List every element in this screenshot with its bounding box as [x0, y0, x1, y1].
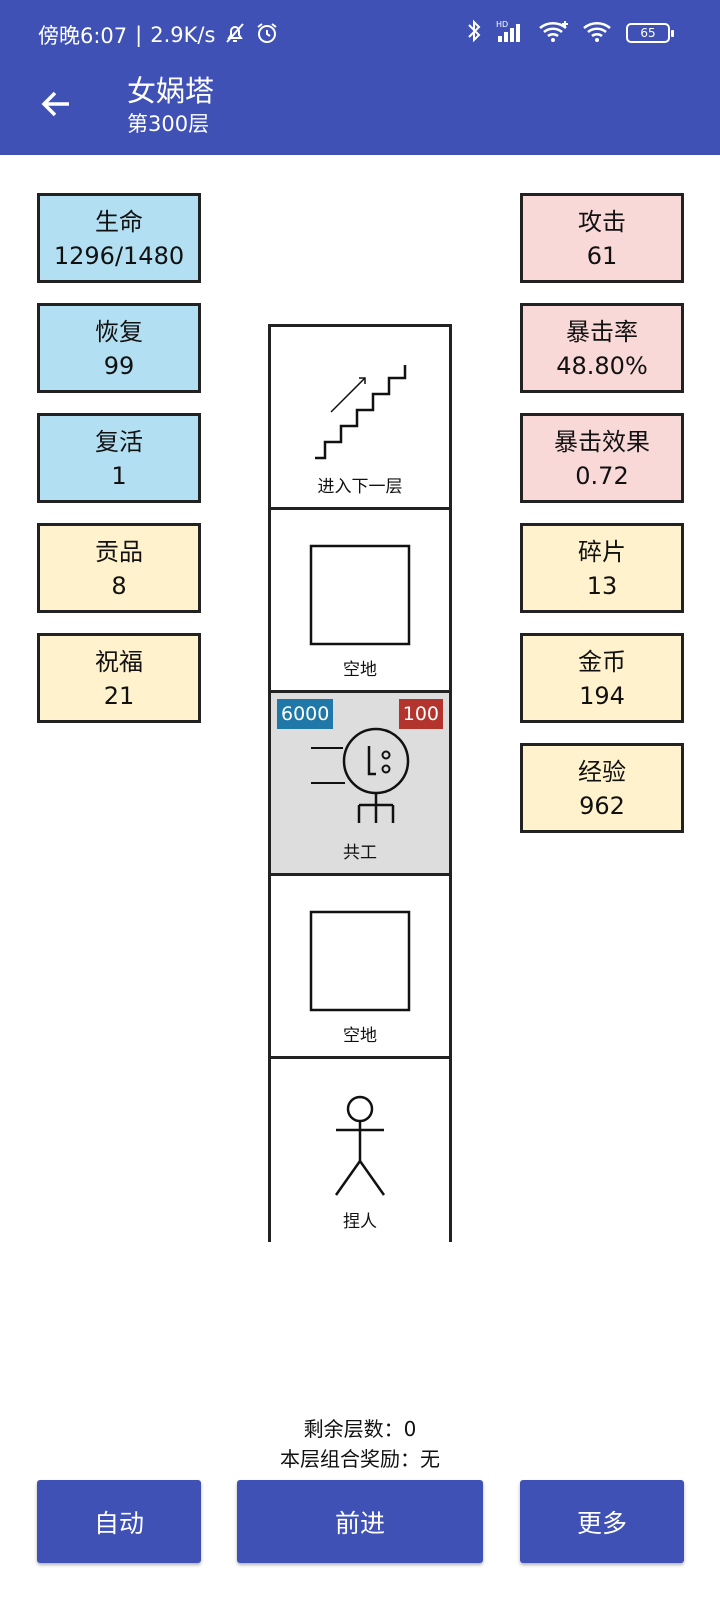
bluetooth-icon: [466, 18, 482, 48]
stat-label: 复活: [95, 428, 143, 456]
stairs-icon: [315, 365, 407, 460]
status-left: 傍晚6:07 | 2.9K/s: [38, 20, 279, 50]
status-bar: 傍晚6:07 | 2.9K/s HD 65: [0, 0, 720, 70]
tower-cell-empty[interactable]: 空地: [271, 510, 449, 693]
status-right: HD 65: [466, 18, 674, 48]
stat-value: 962: [579, 792, 625, 820]
stat-regen: 恢复 99: [37, 303, 201, 393]
cell-label: 共工: [343, 843, 377, 863]
status-divider: |: [135, 23, 143, 47]
stat-value: 99: [103, 352, 135, 380]
stat-crit-rate: 暴击率 48.80%: [520, 303, 684, 393]
app-bar: 傍晚6:07 | 2.9K/s HD 65: [0, 0, 720, 155]
stat-label: 碎片: [578, 538, 626, 566]
stat-label: 暴击率: [566, 318, 638, 346]
enemy-figure-icon: [311, 727, 410, 823]
battery-icon: 65: [626, 23, 674, 43]
stat-label: 祝福: [95, 648, 143, 676]
stat-crit-effect: 暴击效果 0.72: [520, 413, 684, 503]
page-subtitle: 第300层: [127, 112, 210, 136]
stat-value: 21: [103, 682, 135, 710]
stat-fragments: 碎片 13: [520, 523, 684, 613]
cell-label: 空地: [343, 1026, 377, 1046]
page-title: 女娲塔: [127, 74, 215, 108]
stat-value: 61: [586, 242, 618, 270]
combo-reward: 本层组合奖励：无: [280, 1447, 440, 1471]
stat-value: 0.72: [575, 462, 629, 490]
forward-button[interactable]: 前进: [237, 1480, 483, 1563]
alarm-clock-icon: [255, 21, 279, 50]
svg-text:HD: HD: [496, 20, 508, 29]
stat-value: 194: [579, 682, 625, 710]
stat-value: 13: [586, 572, 618, 600]
tower: 进入下一层 空地 6000 100 共工 空地 捏人: [268, 324, 452, 1242]
auto-button[interactable]: 自动: [37, 1480, 201, 1563]
more-button[interactable]: 更多: [520, 1480, 684, 1563]
stat-blessing: 祝福 21: [37, 633, 201, 723]
stat-attack: 攻击 61: [520, 193, 684, 283]
remaining-floors: 剩余层数：0: [303, 1417, 417, 1441]
mute-bell-icon: [223, 21, 247, 50]
cell-label: 空地: [343, 660, 377, 680]
cell-label: 进入下一层: [317, 477, 403, 497]
stat-label: 经验: [578, 758, 626, 786]
stat-label: 贡品: [95, 538, 143, 566]
stat-label: 暴击效果: [554, 428, 650, 456]
toolbar: 女娲塔 第300层: [0, 70, 720, 155]
wifi-icon: [538, 18, 570, 48]
stat-value: 1296/1480: [53, 242, 185, 270]
enemy-attack-badge: 100: [398, 699, 443, 729]
enemy-hp-badge: 6000: [277, 699, 334, 729]
stat-label: 金币: [578, 648, 626, 676]
stat-revive: 复活 1: [37, 413, 201, 503]
back-button[interactable]: [36, 84, 76, 124]
stat-label: 攻击: [578, 208, 626, 236]
status-network-speed: 2.9K/s: [150, 23, 216, 47]
stat-label: 恢复: [95, 318, 143, 346]
tower-cell-enemy[interactable]: 6000 100 共工: [271, 693, 449, 876]
status-time: 傍晚6:07: [38, 24, 128, 48]
empty-square-icon: [309, 910, 411, 1012]
title-block: 女娲塔 第300层: [127, 72, 214, 138]
cellular-signal-icon: HD: [494, 18, 526, 48]
stat-value: 48.80%: [556, 352, 648, 380]
stick-person-icon: [334, 1095, 386, 1196]
tower-cell-player[interactable]: 捏人: [271, 1059, 449, 1242]
empty-square-icon: [309, 544, 411, 646]
stat-hp: 生命 1296/1480: [37, 193, 201, 283]
stat-label: 生命: [95, 208, 143, 236]
stat-tribute: 贡品 8: [37, 523, 201, 613]
stat-gold: 金币 194: [520, 633, 684, 723]
stat-value: 1: [111, 462, 127, 490]
tower-cell-stairs[interactable]: 进入下一层: [271, 327, 449, 510]
wifi-icon-secondary: [582, 18, 614, 48]
cell-label: 捏人: [343, 1212, 377, 1232]
tower-cell-empty[interactable]: 空地: [271, 876, 449, 1059]
stat-value: 8: [111, 572, 127, 600]
arrow-left-icon: [41, 91, 69, 117]
stat-experience: 经验 962: [520, 743, 684, 833]
